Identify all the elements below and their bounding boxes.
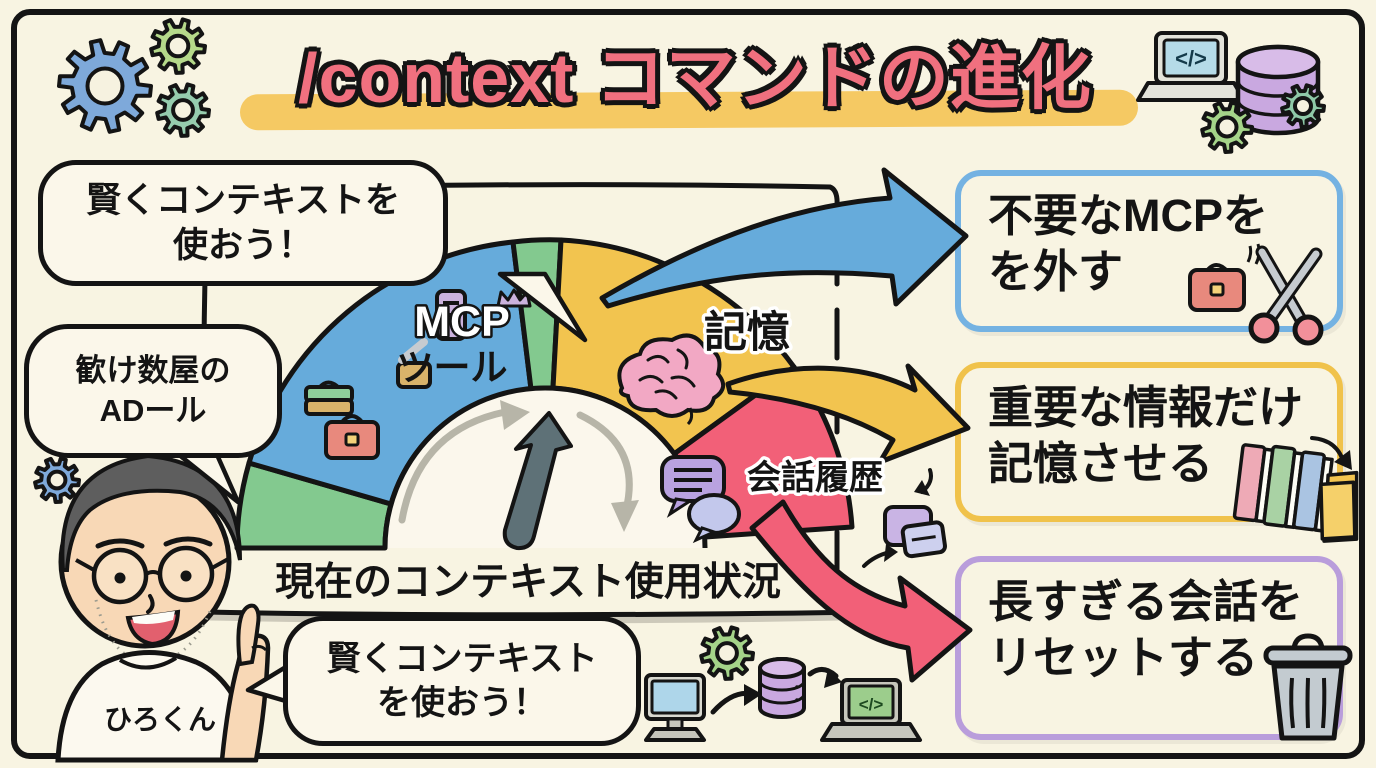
box-line: リセットする — [988, 631, 1259, 683]
pointing-finger — [236, 603, 261, 667]
trash-icon — [1263, 633, 1353, 741]
pipeline-arrows — [710, 667, 842, 715]
folder-stack-icon — [1232, 436, 1359, 543]
bubble-line: ADール — [99, 393, 207, 428]
hair — [60, 453, 242, 572]
character-hirokun — [55, 453, 271, 763]
gear-icons — [33, 17, 1326, 681]
gauge-needle — [502, 411, 573, 551]
gear-hole — [46, 469, 68, 491]
bubble-line: を使おう！ — [377, 684, 547, 722]
bubble-line: 使おう！ — [172, 226, 313, 265]
gauge-label-history: 会話履歴 — [747, 459, 883, 497]
speech-bubble-left: 歓け数屋の ADール — [24, 324, 282, 458]
action-box-remove-mcp — [955, 170, 1343, 332]
laptop-small-icon — [820, 678, 922, 742]
gauge-label-memory: 記憶 — [704, 309, 790, 357]
character-name: ひろくん — [103, 704, 216, 735]
action-box-memorize-text: 重要な情報だけ 記憶させる — [988, 380, 1303, 492]
laptop-code-text: </> — [1175, 46, 1207, 71]
brain-icon — [617, 333, 726, 426]
box-line: 重要な情報だけ — [988, 382, 1304, 433]
box-line: 長すぎる会話を — [988, 576, 1304, 627]
page-title: /context コマンドの進化 — [298, 38, 1092, 117]
database-small-icon — [758, 657, 806, 719]
wrench-icon — [398, 338, 428, 364]
canvas-frame — [11, 9, 1365, 759]
speech-bubble-top-left: 賢くコンテキストを 使おう！ — [38, 160, 448, 286]
folder-copy-icon — [862, 468, 947, 568]
toolbox-tan-icon — [396, 361, 432, 389]
box-line: 記憶させる — [988, 437, 1214, 489]
laptop-small-code-text: </> — [859, 695, 884, 714]
crown-icon — [496, 288, 532, 308]
speech-bubble-bottom: 賢くコンテキスト を使おう！ — [283, 616, 641, 746]
scissors-icon — [1248, 245, 1324, 346]
action-box-remove-mcp-text: 不要なMCPを を外す — [988, 188, 1268, 300]
briefcase-icon — [1188, 243, 1261, 312]
gauge-caption: 現在のコンテキスト使用状況 — [275, 561, 781, 604]
gear-hole — [715, 641, 739, 665]
box-line: 不要なMCPを — [988, 190, 1268, 241]
laptop-code-icon — [1136, 31, 1246, 102]
box-line: を外す — [988, 245, 1124, 297]
bubble-line: 賢くコンテキストを — [86, 180, 400, 220]
gear-hole — [171, 98, 195, 122]
arrow-to-memorize — [725, 363, 971, 465]
bubble-line: 歓け数屋の — [75, 352, 231, 388]
gauge-label-mcp-sub: ツール — [397, 347, 508, 388]
arrow-to-remove-mcp — [599, 167, 969, 309]
gauge-label-mcp: MCP — [414, 298, 510, 346]
bubble-line: 賢くコンテキスト — [326, 639, 598, 678]
action-box-reset-text: 長すぎる会話を リセットする — [988, 574, 1303, 686]
gear-hole — [85, 66, 125, 106]
arrow-to-reset — [749, 499, 973, 683]
gauge-guide-arrows — [398, 400, 639, 532]
chat-bubbles-icon — [660, 455, 741, 544]
gear-hole — [1293, 96, 1313, 116]
toolbox-icons — [304, 288, 532, 460]
gear-hole — [165, 33, 191, 59]
action-box-memorize-important — [955, 362, 1343, 522]
gear-hole — [1215, 115, 1239, 139]
monitor-icon — [644, 673, 706, 742]
